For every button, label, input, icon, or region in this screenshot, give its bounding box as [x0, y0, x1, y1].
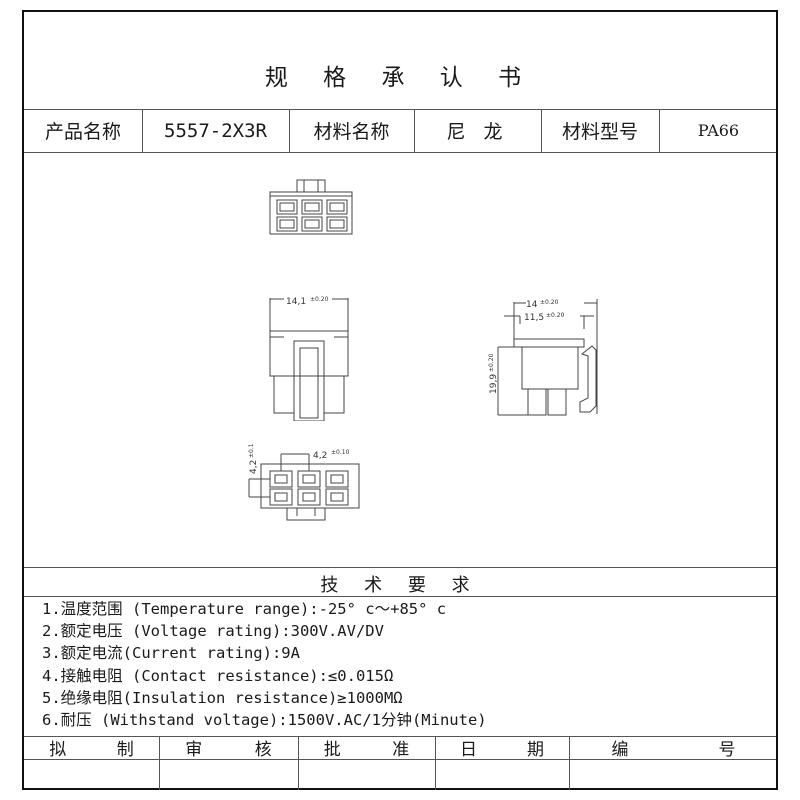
dimension-width-text: 14,1: [286, 297, 306, 307]
label-char: 核: [254, 739, 272, 760]
dimension-height-text: 19,9: [489, 374, 499, 394]
tolerance-text: ±0.20: [546, 312, 565, 319]
pitch-horizontal-text: 4,2: [313, 451, 327, 461]
divider: [24, 596, 776, 597]
product-name-label: 产品名称: [44, 121, 121, 143]
divider: [24, 109, 776, 110]
tolerance-text: ±0.10: [248, 444, 255, 458]
reviewed-by-field[interactable]: [159, 760, 298, 790]
material-name-value: 尼 龙: [446, 121, 509, 143]
divider: [435, 736, 436, 790]
dimension-inner-text: 11,5: [524, 313, 544, 323]
label-char: 号: [718, 739, 736, 760]
date-label: 日 期: [435, 736, 569, 760]
requirement-item: 3.额定电流(Current rating):9A: [42, 644, 300, 663]
divider: [659, 109, 660, 152]
divider: [24, 152, 776, 153]
requirement-item: 2.额定电压 (Voltage rating):300V.AV/DV: [42, 622, 384, 641]
divider: [159, 736, 160, 790]
requirement-item: 4.接触电阻 (Contact resistance):≤0.015Ω: [42, 666, 394, 685]
approved-by-label: 批 准: [298, 736, 435, 760]
material-type-value: PA66: [697, 121, 740, 140]
label-char: 日: [460, 739, 477, 760]
document-title: 规 格 承 认 书: [264, 65, 536, 91]
label-char: 编: [611, 739, 629, 760]
tolerance-text: ±0.10: [331, 449, 350, 456]
tolerance-text: ±0.20: [488, 353, 495, 372]
prepared-by-label: 拟 制: [24, 736, 159, 760]
approved-by-field[interactable]: [298, 760, 435, 790]
date-field[interactable]: [435, 760, 569, 790]
requirement-item: 5.绝缘电阻(Insulation resistance)≥1000MΩ: [42, 688, 403, 707]
requirement-item: 6.耐压 (Withstand voltage):1500V.AC/1分钟(Mi…: [42, 710, 487, 729]
label-char: 审: [185, 739, 203, 760]
label-char: 拟: [49, 739, 67, 760]
label-char: 制: [116, 739, 134, 760]
tolerance-text: ±0.20: [310, 296, 329, 303]
divider: [414, 109, 415, 152]
divider: [541, 109, 542, 152]
connector-side-view-a-drawing: 14,1 ±0.20: [269, 296, 349, 421]
tech-requirements-list: 1.温度范围 (Temperature range):-25° c～+85° c…: [42, 598, 487, 731]
prepared-by-field[interactable]: [24, 760, 159, 790]
material-name-label: 材料名称: [313, 121, 390, 143]
divider: [298, 736, 299, 790]
divider: [24, 759, 776, 760]
label-char: 批: [323, 739, 341, 760]
divider: [24, 567, 776, 568]
divider: [24, 736, 776, 737]
connector-front-view-drawing: [269, 179, 353, 235]
tech-requirements-title: 技 术 要 求: [320, 575, 480, 596]
spec-approval-sheet: 规 格 承 认 书 产品名称 5557-2X3R 材料名称 尼 龙 材料型号 P…: [22, 10, 778, 790]
label-char: 准: [392, 739, 410, 760]
number-field[interactable]: [569, 760, 778, 790]
pitch-vertical-text: 4,2: [249, 460, 259, 474]
divider: [569, 736, 570, 790]
connector-bottom-view-drawing: 4,2 ±0.10 4,2 ±0.10: [248, 444, 360, 521]
tolerance-text: ±0.20: [540, 299, 559, 306]
number-label: 编 号: [569, 736, 778, 760]
reviewed-by-label: 审 核: [159, 736, 298, 760]
dimension-outer-text: 14: [526, 300, 538, 310]
divider: [289, 109, 290, 152]
connector-side-view-b-drawing: 14 ±0.20 11,5 ±0.20 19,9 ±0.20: [488, 299, 598, 416]
label-char: 期: [527, 739, 544, 760]
material-type-label: 材料型号: [561, 121, 638, 143]
requirement-item: 1.温度范围 (Temperature range):-25° c～+85° c: [42, 600, 447, 618]
product-name-value: 5557-2X3R: [164, 119, 267, 142]
divider: [142, 109, 143, 152]
